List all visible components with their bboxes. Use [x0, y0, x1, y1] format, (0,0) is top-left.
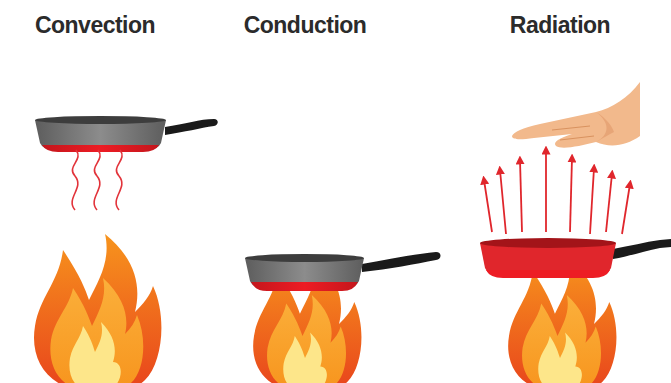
- hot-frying-pan: [480, 238, 671, 278]
- heat-waves: [72, 150, 122, 210]
- hand: [512, 82, 640, 148]
- panel-title: Convection: [0, 12, 195, 39]
- panel-title: Conduction: [205, 12, 405, 39]
- radiation-arrows: [484, 150, 630, 234]
- flame: [34, 234, 161, 383]
- frying-pan: [245, 252, 441, 291]
- frying-pan: [35, 116, 218, 152]
- panel-title: Radiation: [460, 12, 660, 39]
